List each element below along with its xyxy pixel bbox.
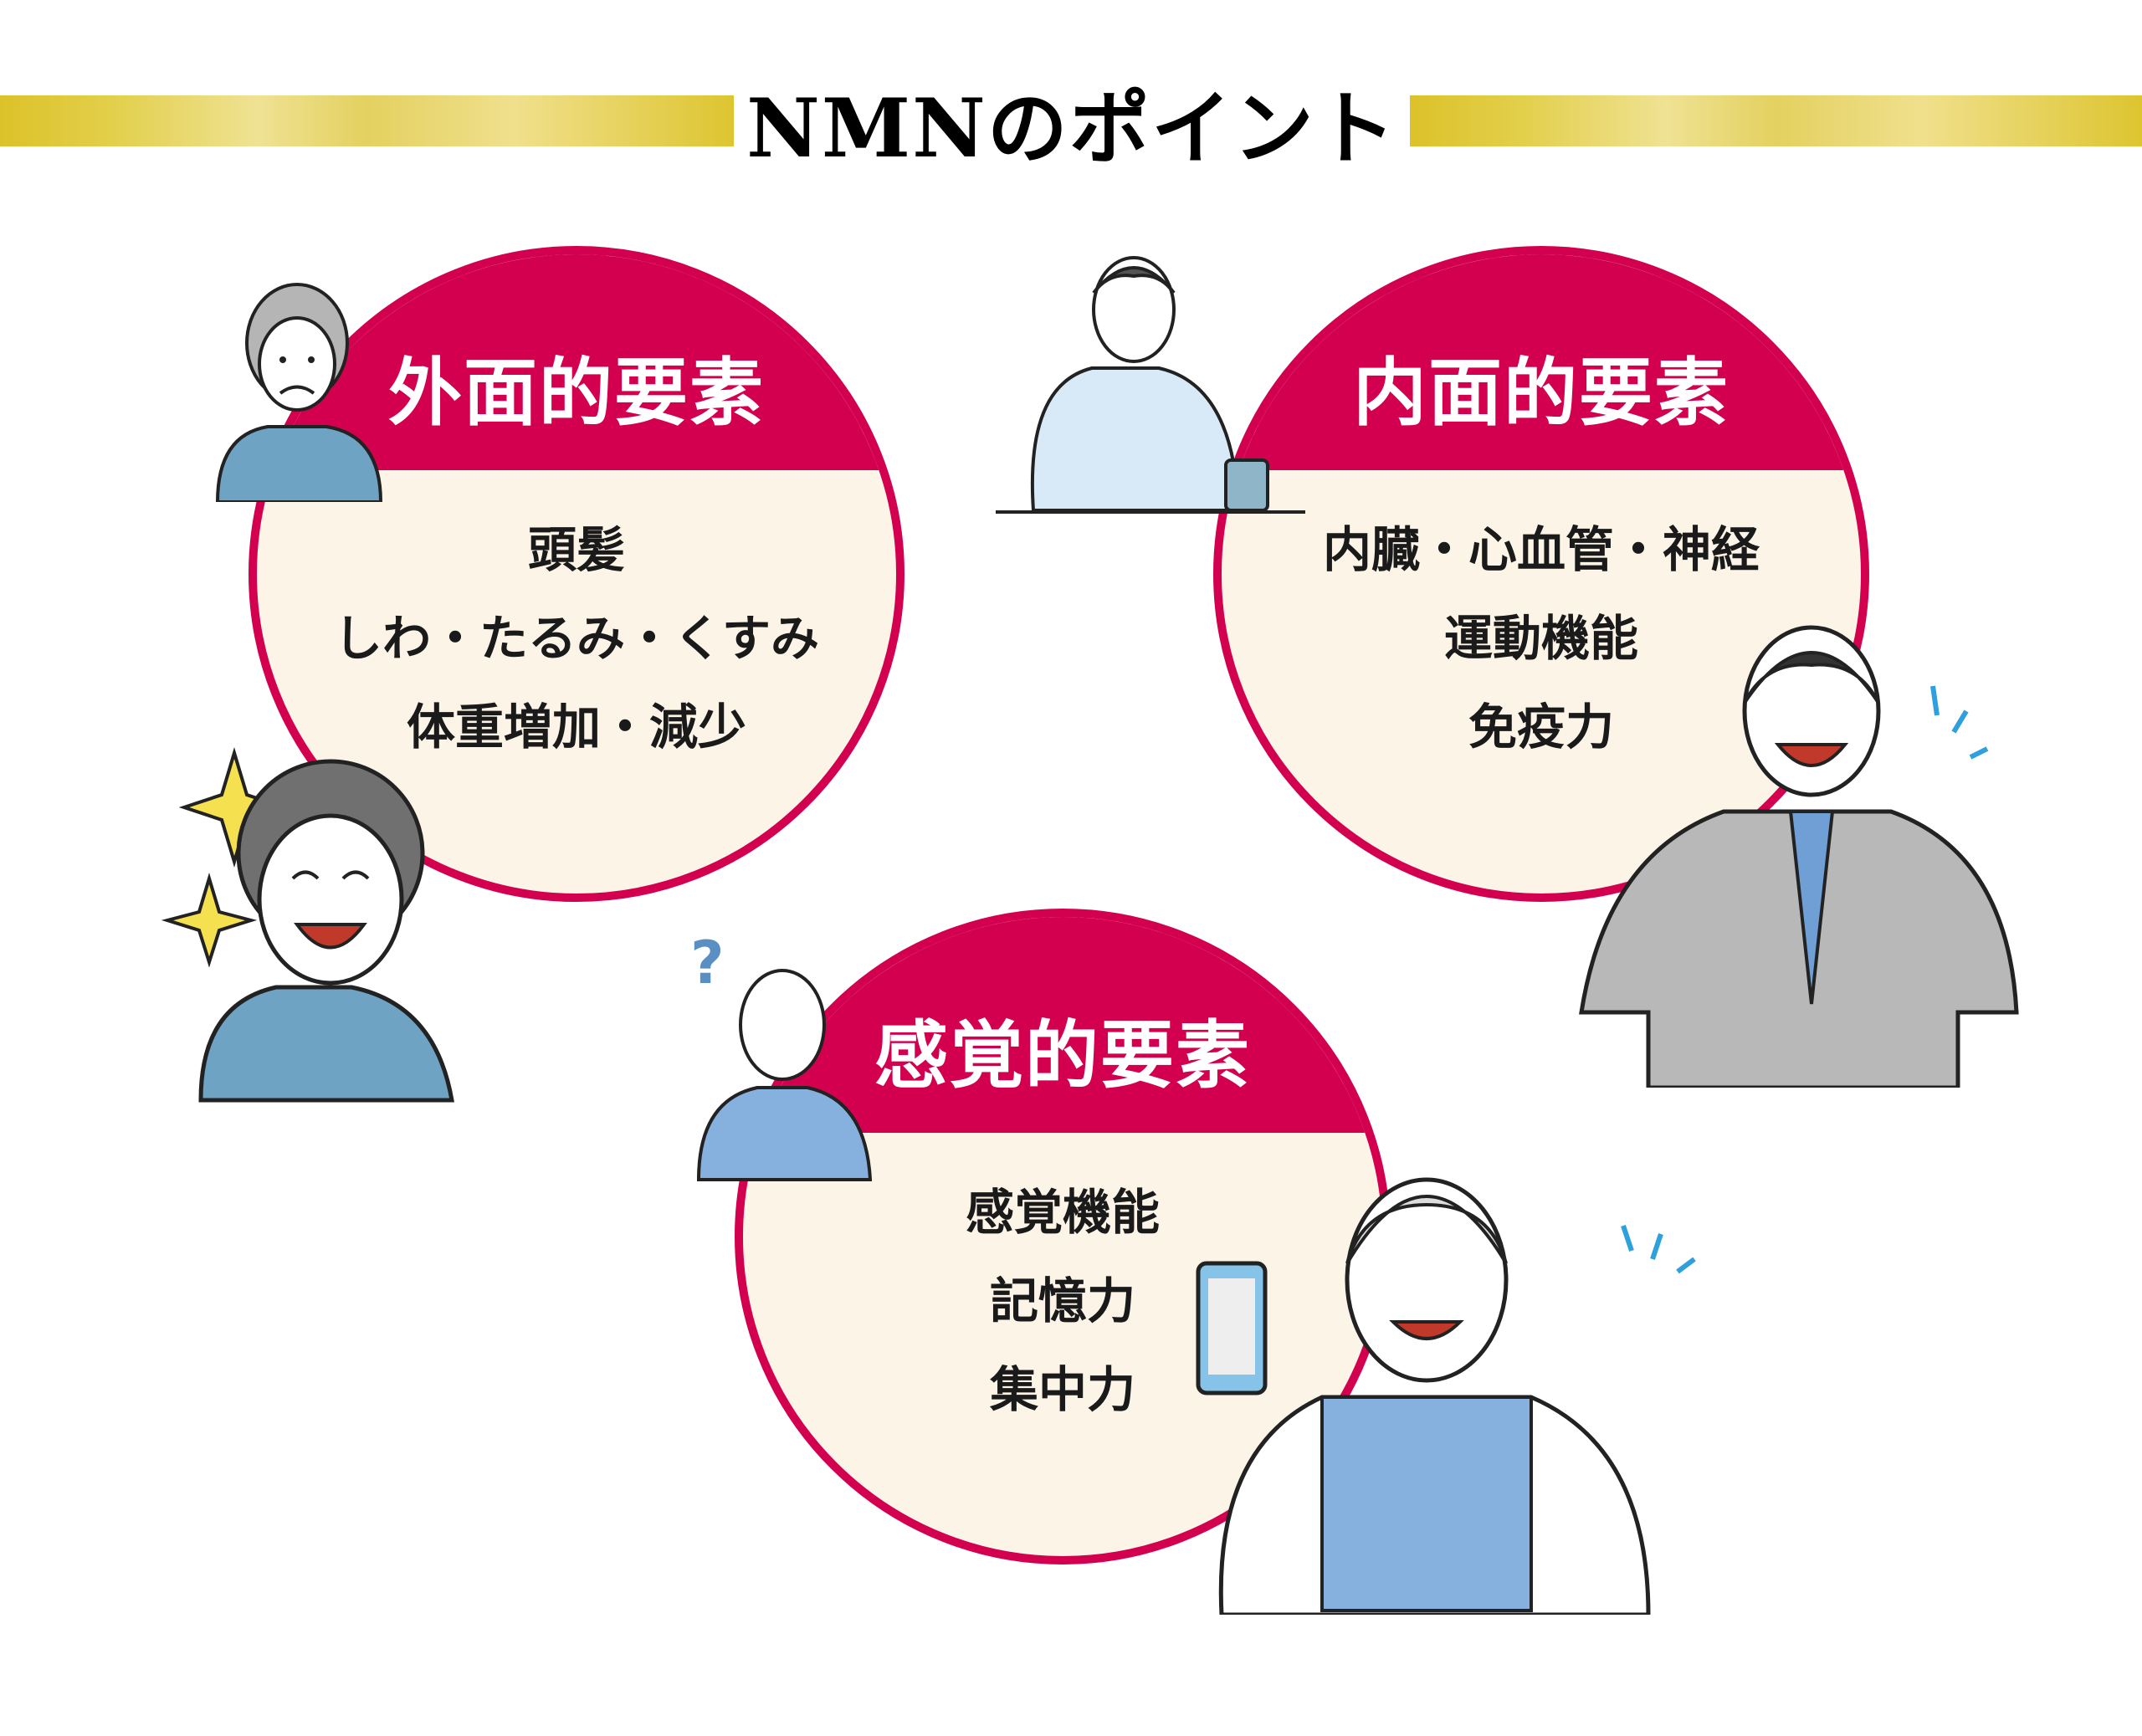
section-item: 記憶力 — [989, 1273, 1135, 1329]
section-external: 外面的要素 頭髪 しわ・たるみ・くすみ 体重増加・減少 — [249, 246, 904, 902]
section-heading: 内面的要素 — [1352, 349, 1729, 436]
section-internal: 内面的要素 内臓・心血管・神経 運動機能 免疫力 — [1213, 246, 1869, 902]
happy-woman-illustration — [161, 747, 454, 1103]
worried-woman-illustration — [215, 283, 383, 502]
section-heading: 外面的要素 — [387, 349, 765, 436]
cheering-businessman-illustration — [1579, 625, 2019, 1088]
section-item: 内臓・心血管・神経 — [1322, 521, 1760, 578]
page-title: NMNのポイント — [746, 80, 1397, 176]
section-header: 内面的要素 — [1222, 254, 1861, 470]
section-item: 感覚機能 — [965, 1184, 1160, 1241]
section-item: しわ・たるみ・くすみ — [333, 610, 819, 667]
elder-with-phone-illustration — [1196, 1177, 1696, 1615]
gold-band-left — [0, 95, 734, 146]
section-item: 集中力 — [989, 1361, 1135, 1418]
section-header: 感覚的要素 — [743, 917, 1382, 1133]
section-heading: 感覚的要素 — [874, 1011, 1251, 1098]
svg-text:?: ? — [690, 933, 725, 997]
section-header: 外面的要素 — [257, 254, 896, 470]
confused-elder-illustration: ? — [690, 933, 873, 1181]
tired-man-illustration — [996, 256, 1305, 514]
section-item: 免疫力 — [1468, 699, 1614, 755]
section-sensory: 感覚的要素 感覚機能 記憶力 集中力 — [735, 909, 1391, 1564]
section-item: 頭髪 — [527, 521, 625, 578]
section-item: 体重増加・減少 — [406, 699, 746, 755]
gold-band-right — [1410, 95, 2142, 146]
section-item: 運動機能 — [1443, 610, 1638, 667]
